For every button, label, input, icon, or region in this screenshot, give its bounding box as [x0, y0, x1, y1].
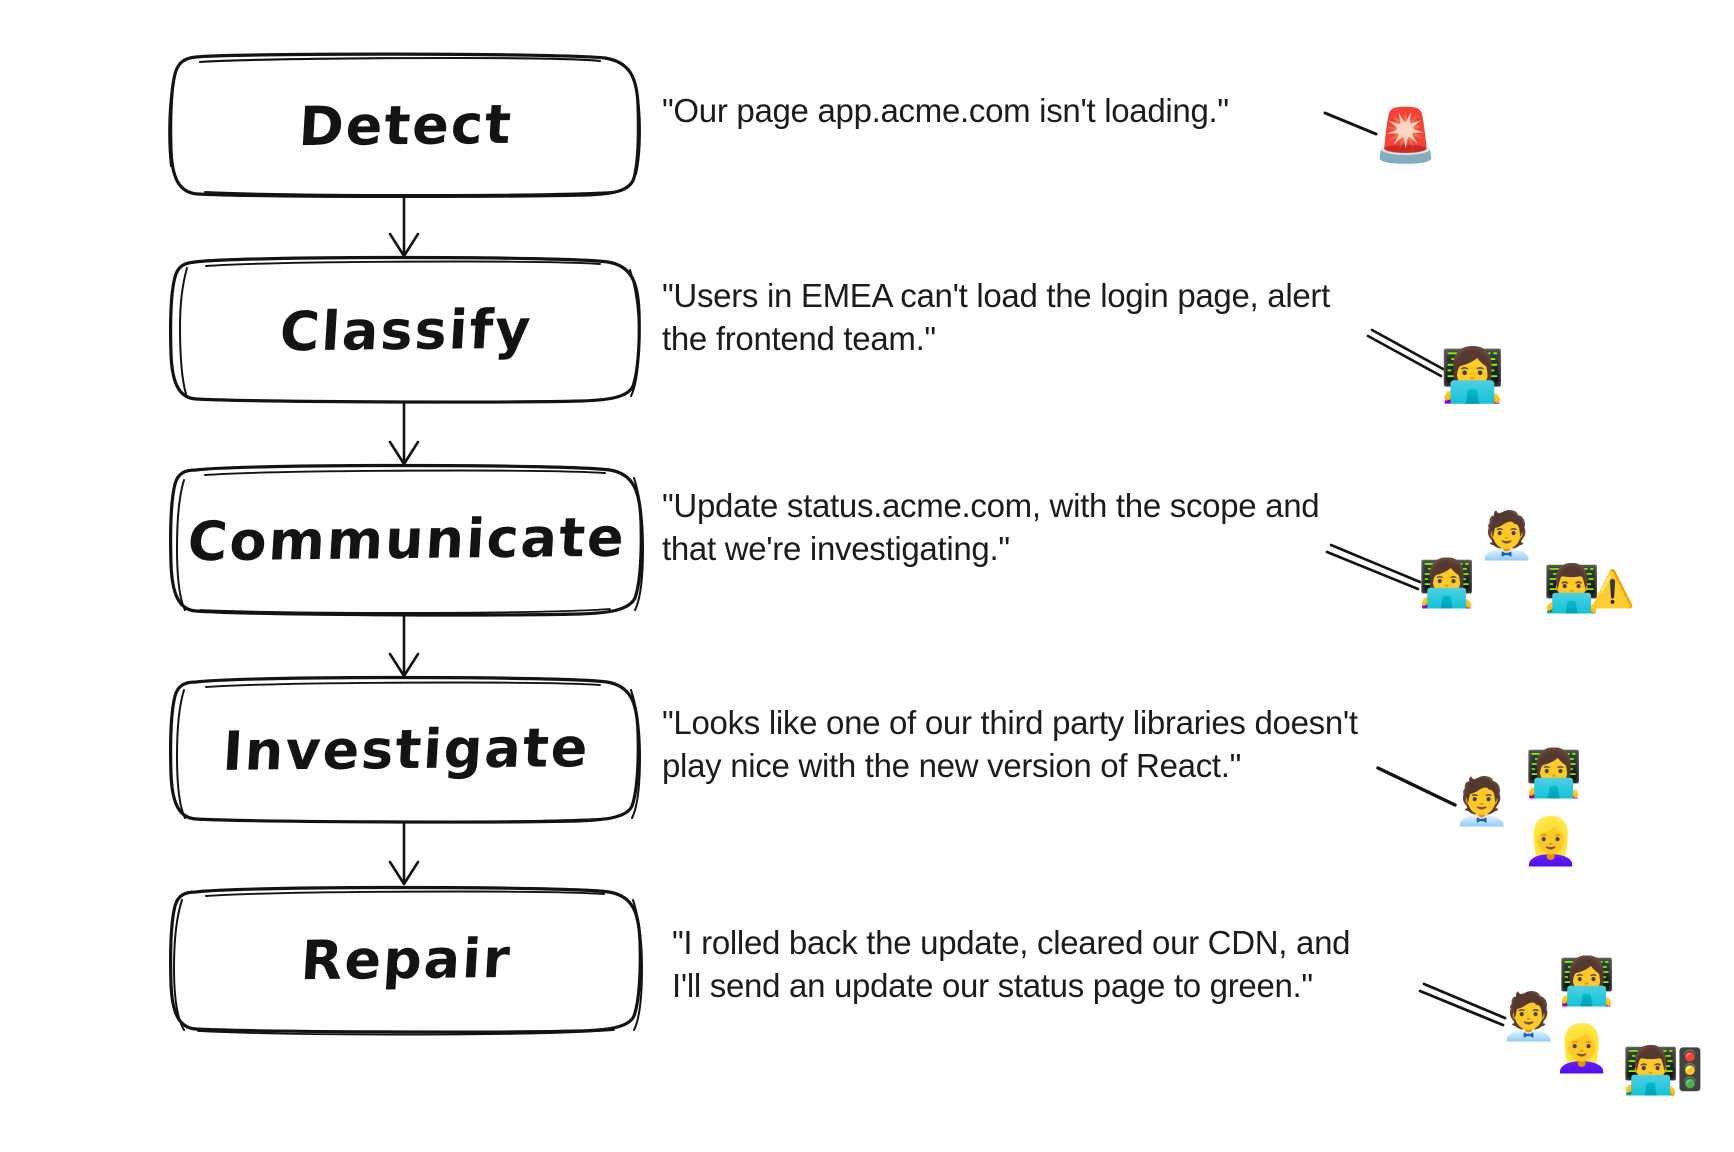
leader-line-repair — [1418, 982, 1507, 1027]
step-classify[interactable]: Classify — [171, 258, 641, 404]
quote-detect-line-1: "Our page app.acme.com isn't loading." — [662, 92, 1229, 129]
office-worker-icon: 🧑‍💼 — [1453, 774, 1511, 828]
flow-arrow-1 — [388, 194, 420, 258]
step-label-investigate: Investigate — [220, 716, 592, 783]
step-investigate[interactable]: Investigate — [171, 678, 641, 822]
quote-communicate-line-1: "Update status.acme.com, with the scope … — [662, 487, 1320, 524]
step-label-repair: Repair — [298, 926, 514, 993]
woman-technologist-icon: 👩‍💻 — [1418, 556, 1476, 610]
quote-classify-line-2: the frontend team." — [662, 319, 936, 357]
flow-arrow-2 — [388, 402, 420, 466]
man-technologist-icon: 👨‍💻 — [1543, 561, 1601, 615]
siren-icon: 🚨 — [1373, 106, 1438, 166]
quote-investigate-line-2: play nice with the new version of React.… — [662, 746, 1242, 784]
leader-line-investigate — [1376, 766, 1457, 807]
flow-arrow-4 — [388, 822, 420, 886]
step-repair[interactable]: Repair — [171, 888, 641, 1032]
quote-investigate-line-1: "Looks like one of our third party libra… — [662, 704, 1358, 741]
office-worker-icon: 🧑‍💼 — [1500, 989, 1558, 1043]
quote-investigate: "Looks like one of our third party libra… — [662, 702, 1358, 788]
step-detect[interactable]: Detect — [171, 55, 641, 197]
quote-communicate: "Update status.acme.com, with the scope … — [662, 485, 1320, 571]
office-worker-icon: 🧑‍💼 — [1478, 508, 1536, 562]
woman-technologist-icon: 👩‍💻 — [1558, 954, 1616, 1008]
blond-woman-technologist-icon: 👱‍♀️ — [1522, 814, 1580, 868]
quote-repair-line-2: I'll send an update our status page to g… — [672, 966, 1313, 1004]
leader-line-communicate — [1325, 543, 1422, 591]
man-technologist-icon: 👨‍💻 — [1622, 1043, 1680, 1097]
step-label-detect: Detect — [297, 92, 515, 159]
step-label-classify: Classify — [278, 297, 535, 364]
quote-classify: "Users in EMEA can't load the login page… — [662, 275, 1330, 361]
blond-woman-technologist-icon: 👱‍♀️ — [1553, 1021, 1611, 1075]
quote-communicate-line-2: that we're investigating." — [662, 529, 1010, 567]
leader-line-detect — [1323, 111, 1378, 136]
traffic-light-icon: 🚦 — [1665, 1047, 1715, 1093]
quote-classify-line-1: "Users in EMEA can't load the login page… — [662, 277, 1330, 314]
quote-detect: "Our page app.acme.com isn't loading." — [662, 90, 1229, 133]
step-communicate[interactable]: Communicate — [171, 466, 643, 614]
quote-repair: "I rolled back the update, cleared our C… — [672, 922, 1350, 1008]
woman-technologist-icon: 👩‍💻 — [1525, 746, 1583, 800]
leader-line-classify — [1366, 328, 1445, 378]
step-label-communicate: Communicate — [186, 505, 628, 574]
warning-icon: ⚠️ — [1590, 569, 1635, 610]
quote-repair-line-1: "I rolled back the update, cleared our C… — [672, 924, 1351, 961]
flow-arrow-3 — [388, 614, 420, 678]
woman-technologist-icon: 👩‍💻 — [1440, 346, 1505, 406]
